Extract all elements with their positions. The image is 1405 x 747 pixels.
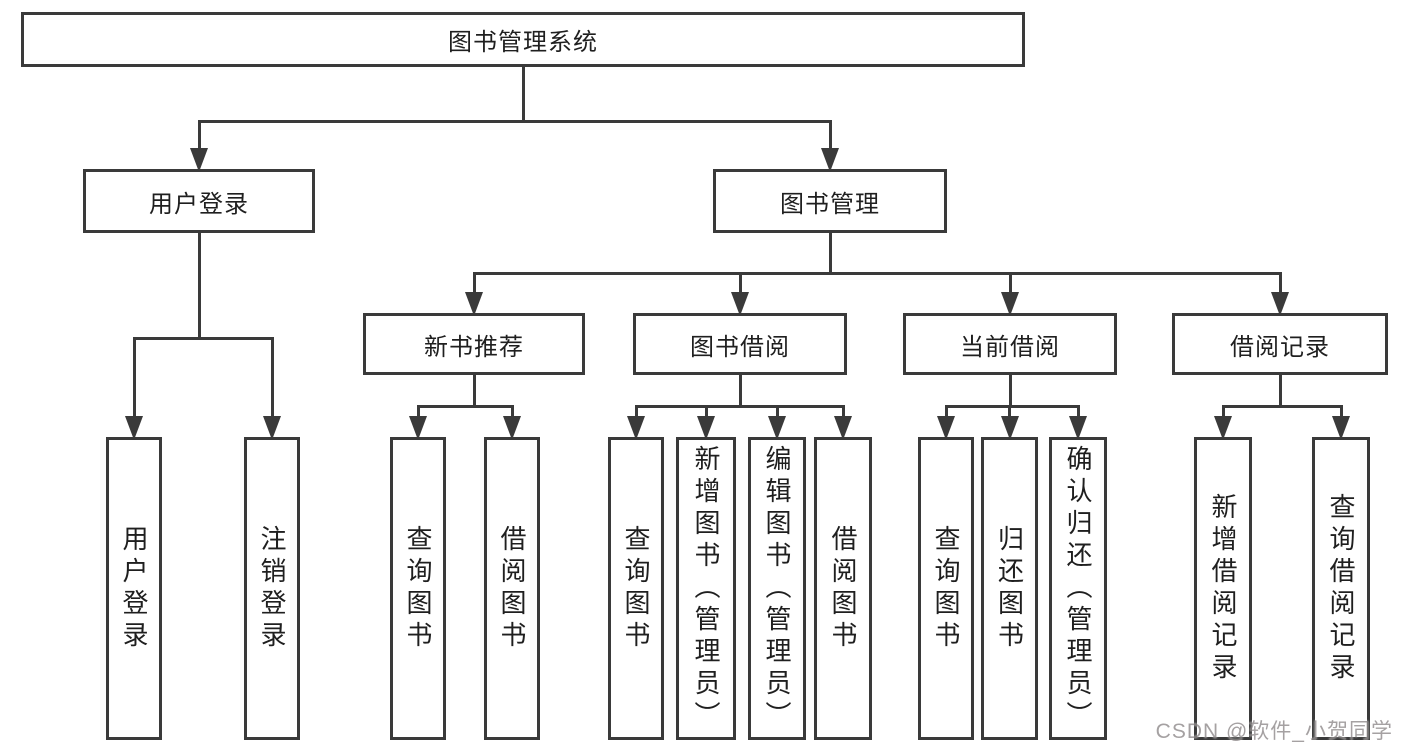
node-new-book-rec: 新书推荐 [363,313,585,375]
node-bb-add: 新增图书（管理员） [676,437,736,740]
node-cb-return: 归还图书 [981,437,1038,740]
connector-line [634,405,638,422]
arrowhead-down-icon [821,148,839,172]
connector-line [1008,405,1011,422]
node-user-login: 用户登录 [83,169,315,233]
node-borrow-records: 借阅记录 [1172,313,1388,375]
arrowhead-down-icon [627,416,645,440]
connector-line [634,405,845,408]
connector-line [1339,405,1343,422]
node-bb-add-label: 新增图书（管理员） [691,444,721,733]
node-nr-borrow: 借阅图书 [484,437,540,740]
node-root: 图书管理系统 [21,12,1025,67]
node-login-op-label: 用户登录 [119,524,149,653]
connector-line [416,405,420,422]
node-bb-edit-label: 编辑图书（管理员） [762,444,792,733]
node-current-borrow-label: 当前借阅 [960,333,1060,361]
arrowhead-down-icon [409,416,427,440]
arrowhead-down-icon [731,292,749,316]
node-br-add-label: 新增借阅记录 [1208,492,1238,685]
arrowhead-down-icon [1000,416,1019,440]
node-login-op: 用户登录 [106,437,162,740]
connector-line [197,232,201,340]
connector-line [828,232,832,275]
node-logout-op: 注销登录 [244,437,300,740]
node-br-query: 查询借阅记录 [1312,437,1370,740]
node-bb-edit: 编辑图书（管理员） [748,437,806,740]
node-book-borrow: 图书借阅 [633,313,847,375]
node-borrow-records-label: 借阅记录 [1230,333,1330,361]
connector-line [738,272,742,298]
node-cb-confirm: 确认归还（管理员） [1049,437,1107,740]
arrowhead-down-icon [1214,416,1232,440]
node-br-add: 新增借阅记录 [1194,437,1252,740]
arrowhead-down-icon [1271,292,1289,316]
connector-line [1008,374,1012,408]
connector-line [1278,272,1282,298]
connector-line [1221,405,1343,408]
arrowhead-down-icon [1332,416,1350,440]
connector-line [704,405,708,422]
node-bb-query: 查询图书 [608,437,664,740]
node-user-login-label: 用户登录 [149,190,249,218]
arrowhead-down-icon [190,148,208,172]
connector-line [1221,405,1225,422]
connector-line [1008,272,1012,298]
connector-line [472,374,476,408]
connector-line [472,272,1282,275]
node-cb-confirm-label: 确认归还（管理员） [1063,444,1093,733]
arrowhead-down-icon [937,416,955,440]
arrowhead-down-icon [503,416,521,440]
connector-line [132,337,136,422]
node-book-mgmt: 图书管理 [713,169,947,233]
watermark: CSDN @软件_小贺同学 [1155,720,1393,743]
node-book-mgmt-label: 图书管理 [780,190,880,218]
node-book-borrow-label: 图书借阅 [690,333,790,361]
node-bb-query-label: 查询图书 [621,524,651,653]
node-current-borrow: 当前借阅 [903,313,1117,375]
node-root-label: 图书管理系统 [448,29,598,56]
connector-line [828,120,832,154]
connector-line [738,374,742,408]
node-nr-query-label: 查询图书 [403,524,433,653]
connector-line [944,405,1080,408]
arrowhead-down-icon [263,416,281,440]
arrowhead-down-icon [1069,416,1087,440]
arrowhead-down-icon [834,416,852,440]
node-bb-borrow: 借阅图书 [814,437,872,740]
arrowhead-down-icon [697,416,715,440]
node-cb-query: 查询图书 [918,437,974,740]
connector-line [1278,374,1282,408]
arrowhead-down-icon [465,292,483,316]
node-nr-borrow-label: 借阅图书 [497,524,527,653]
node-new-book-rec-label: 新书推荐 [424,333,524,361]
node-nr-query: 查询图书 [390,437,446,740]
connector-line [197,120,832,123]
node-logout-op-label: 注销登录 [257,524,287,653]
connector-line [521,66,525,123]
arrowhead-down-icon [1001,292,1019,316]
arrowhead-down-icon [125,416,143,440]
connector-line [416,405,514,408]
node-cb-query-label: 查询图书 [931,524,961,653]
arrowhead-down-icon [768,416,786,440]
connector-line [944,405,948,422]
connector-line [1076,405,1080,422]
connector-line [132,337,274,340]
connector-line [197,120,201,154]
connector-line [841,405,845,422]
connector-line [510,405,514,422]
connector-line [270,337,274,422]
node-bb-borrow-label: 借阅图书 [828,524,858,653]
node-cb-return-label: 归还图书 [994,524,1025,653]
connector-line [472,272,476,298]
connector-line [775,405,779,422]
node-br-query-label: 查询借阅记录 [1326,492,1356,685]
